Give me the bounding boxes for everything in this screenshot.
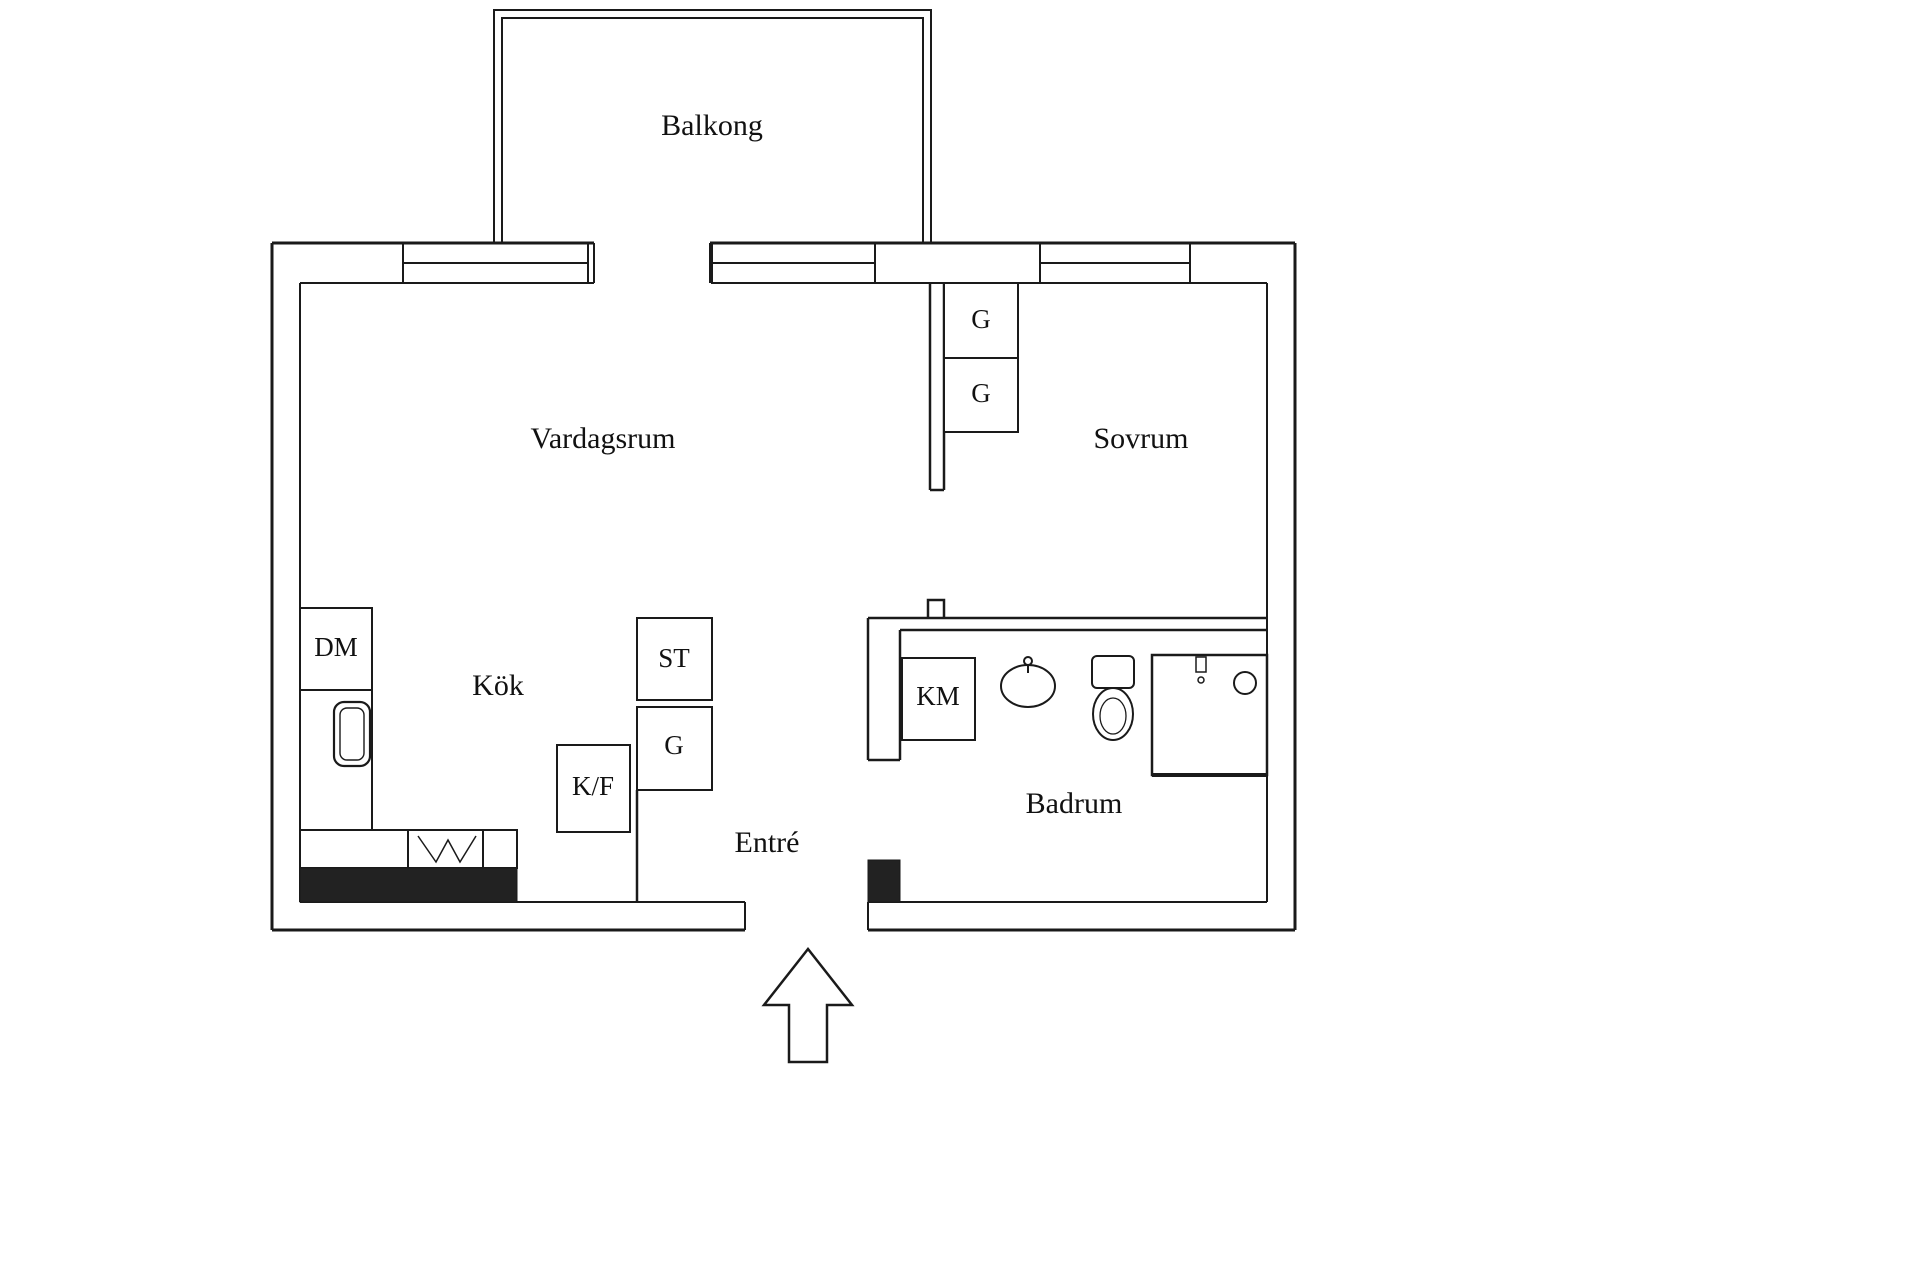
windows bbox=[402, 242, 1191, 284]
wardrobe-bottom-box bbox=[943, 357, 1019, 433]
room-label-balkong: Balkong bbox=[661, 109, 763, 142]
bedroom-wardrobes bbox=[943, 282, 1019, 433]
fixture-label-g-hall: G bbox=[664, 730, 684, 760]
room-label-sovrum: Sovrum bbox=[1093, 422, 1188, 455]
shower-knob-icon bbox=[1197, 676, 1205, 684]
fixture-label-g-bedroom-bottom: G bbox=[971, 378, 991, 408]
fixture-label-kf: K/F bbox=[572, 771, 614, 801]
closet-g-box bbox=[636, 706, 713, 791]
bathroom-top-wall bbox=[868, 616, 1267, 632]
entrance-arrow-icon bbox=[761, 946, 855, 1064]
balcony-walls bbox=[493, 9, 932, 243]
bath-sink-faucet-icon bbox=[1023, 656, 1033, 666]
balcony-inner-wall bbox=[501, 17, 924, 243]
window-frames bbox=[402, 242, 1191, 284]
fixture-label-st: ST bbox=[658, 643, 690, 673]
washing-machine-box bbox=[901, 657, 976, 741]
hall-closets bbox=[636, 617, 713, 791]
bathroom-left-wall bbox=[866, 618, 902, 762]
kitchen-base-wall bbox=[299, 867, 518, 903]
bathroom-door-stub bbox=[867, 859, 901, 903]
stove-zigzag-icon bbox=[417, 835, 477, 864]
room-label-kok: Kök bbox=[472, 669, 524, 702]
toilet-seat-icon bbox=[1099, 697, 1127, 735]
fixture-label-g-bedroom-top: G bbox=[971, 304, 991, 334]
room-label-vardagsrum: Vardagsrum bbox=[531, 422, 676, 455]
room-label-entre: Entré bbox=[735, 826, 800, 859]
dishwasher-box bbox=[299, 607, 373, 691]
room-label-badrum: Badrum bbox=[1026, 787, 1123, 820]
kitchen-fixtures bbox=[299, 607, 631, 903]
toilet-tank-icon bbox=[1091, 655, 1135, 689]
fixture-label-km: KM bbox=[916, 681, 960, 711]
fixture-label-dm: DM bbox=[314, 632, 358, 662]
shower-mixer-icon bbox=[1195, 656, 1207, 673]
shower-drain-icon bbox=[1233, 671, 1257, 695]
closet-st-box bbox=[636, 617, 713, 701]
labels: Balkong Vardagsrum Sovrum Kök Badrum Ent… bbox=[314, 109, 1188, 859]
interior-walls bbox=[635, 283, 1267, 903]
bedroom-wall-stub bbox=[926, 598, 946, 618]
bedroom-wall bbox=[928, 283, 946, 492]
stove-box bbox=[407, 829, 484, 869]
wardrobe-top-box bbox=[943, 282, 1019, 359]
fridge-freezer-box bbox=[556, 744, 631, 833]
entrance-arrow bbox=[761, 946, 855, 1064]
kitchen-sink-basin-icon bbox=[339, 707, 365, 761]
bathroom-fixtures bbox=[901, 653, 1269, 777]
balcony-outer-wall bbox=[493, 9, 932, 243]
